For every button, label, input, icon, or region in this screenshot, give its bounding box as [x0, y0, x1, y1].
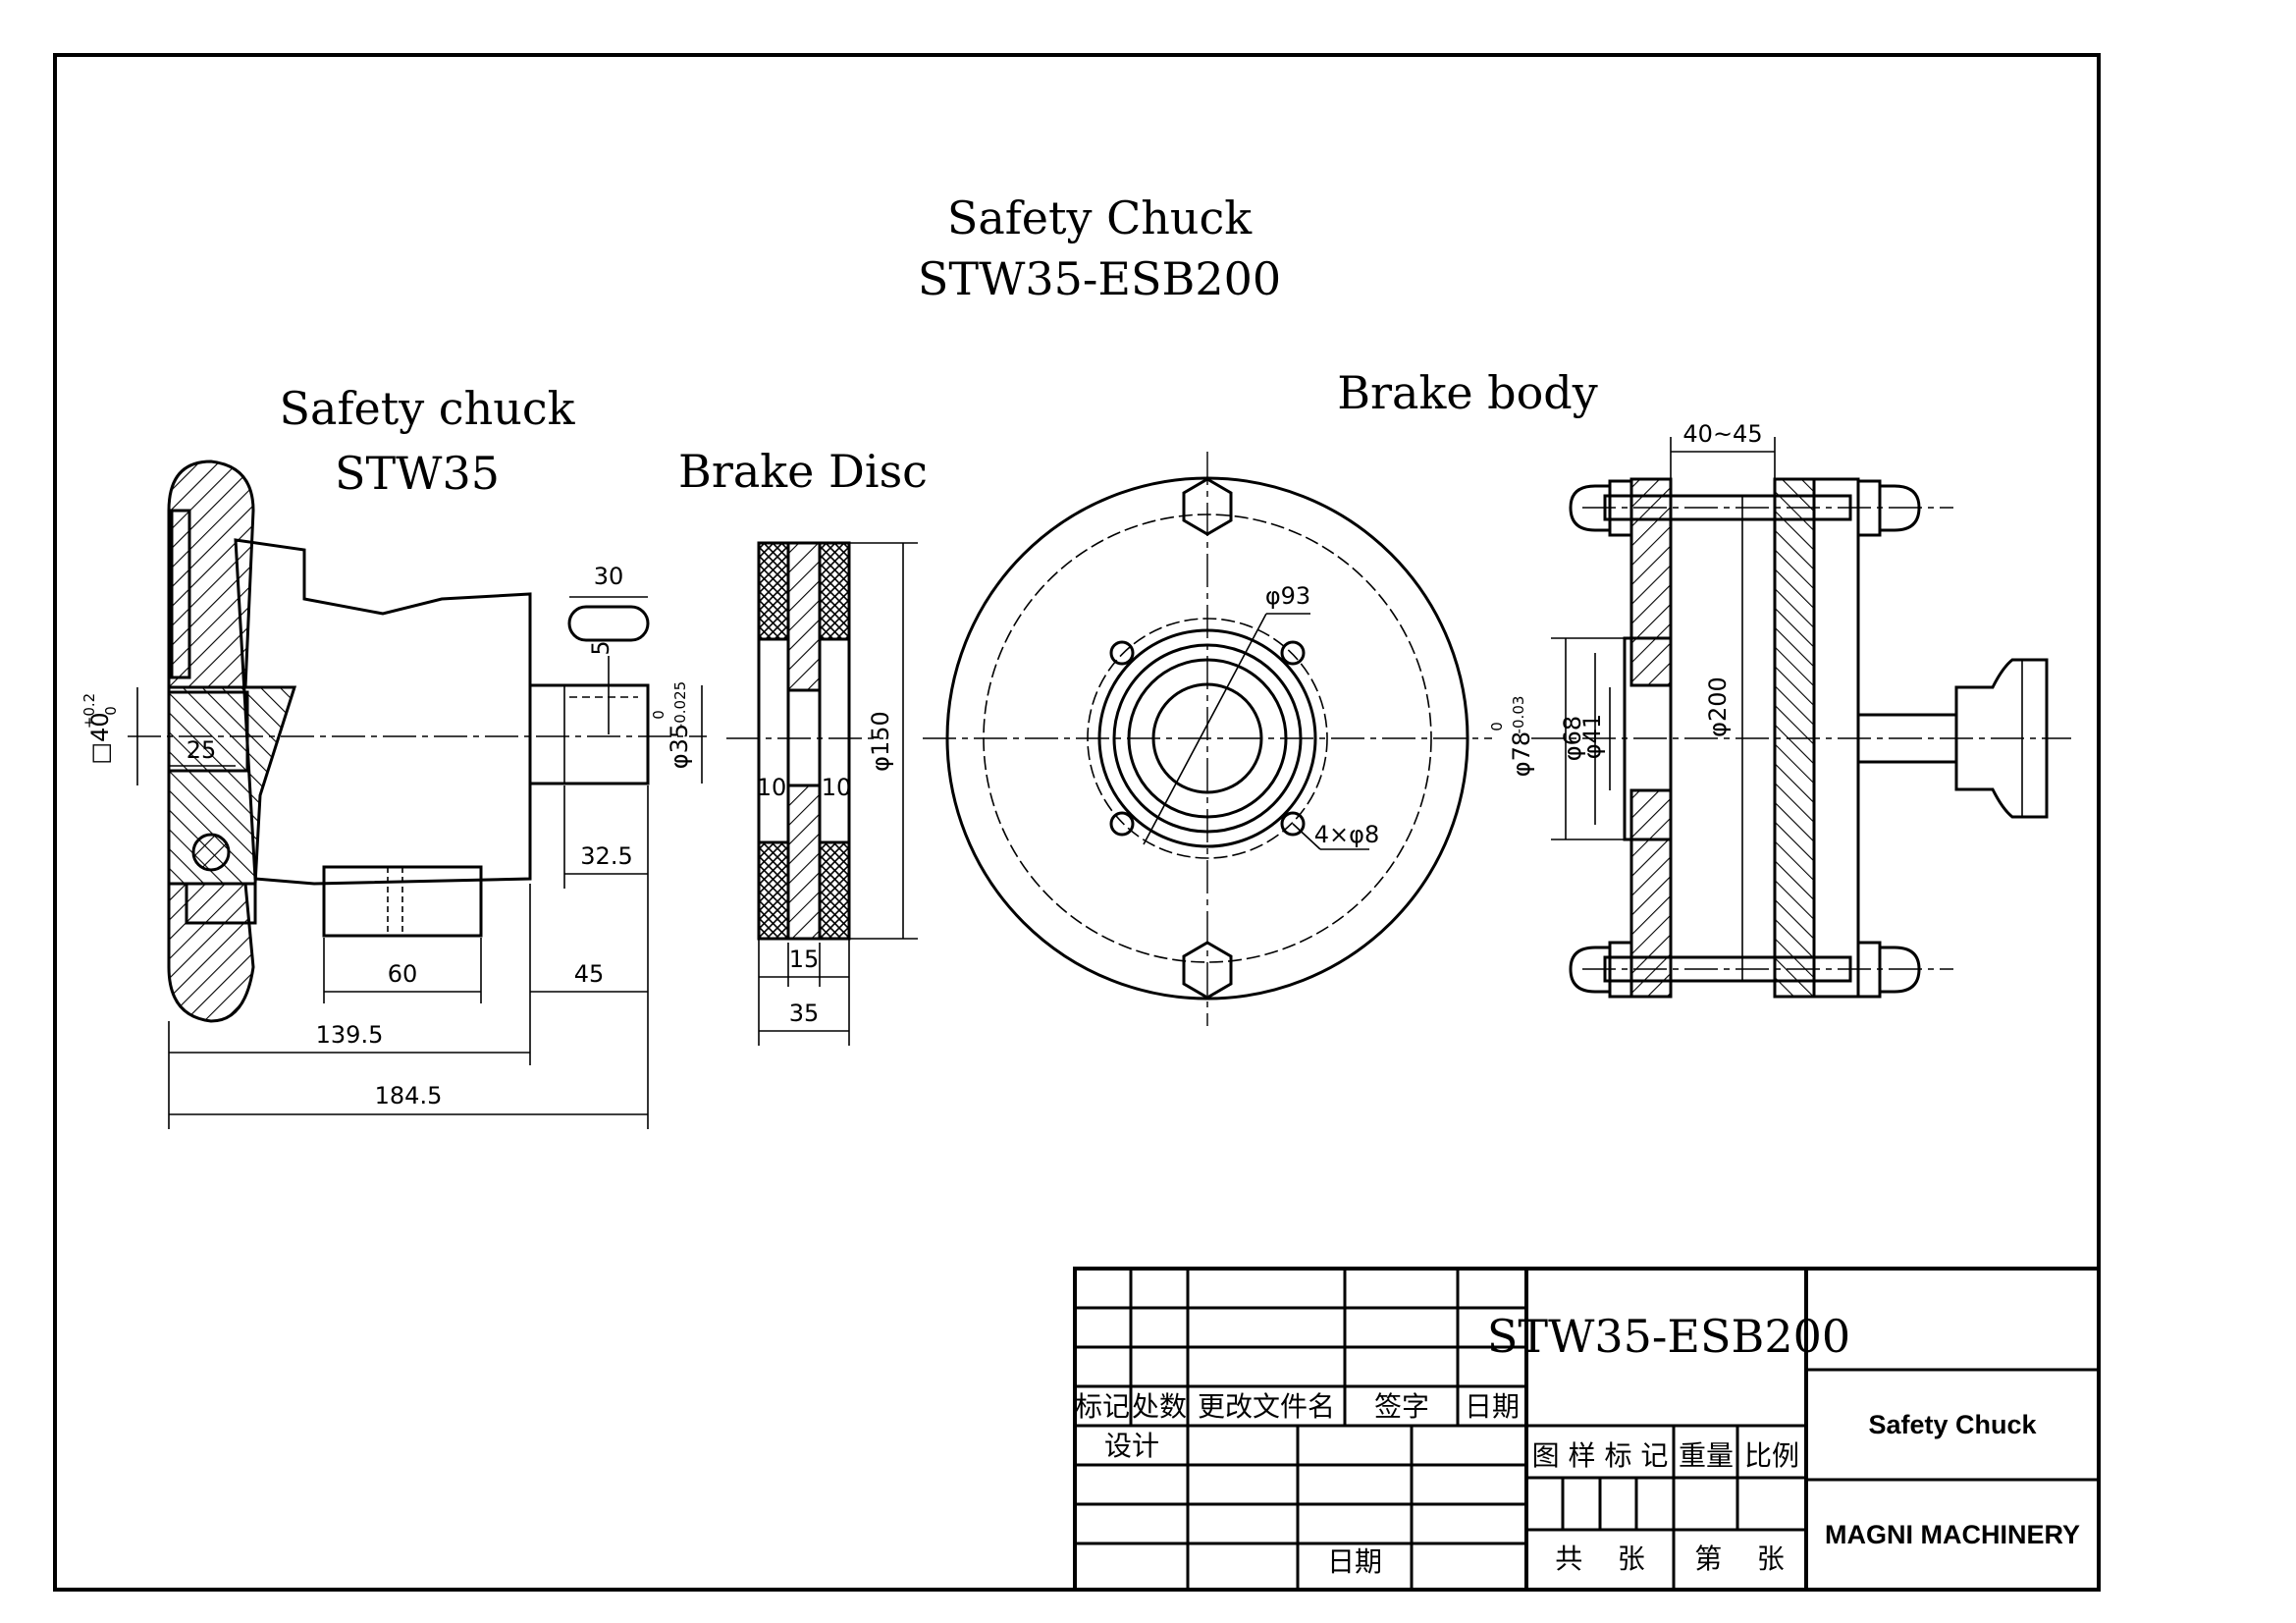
tb-pattern-mark: 图 样 标 记 — [1532, 1439, 1669, 1472]
tb-scale: 比例 — [1744, 1439, 1799, 1472]
brake-face-view: φ93 4×φ8 — [923, 452, 1492, 1026]
dim-body-phi41: φ41 — [1578, 714, 1606, 759]
brake-disc-view: Brake Disc φ150 10 10 15 35 — [678, 445, 928, 1046]
tb-total: 共 张 — [1555, 1542, 1645, 1575]
hub-pin — [191, 833, 231, 872]
dim-chuck-32-5: 32.5 — [580, 842, 632, 870]
dim-chuck-45: 45 — [574, 960, 605, 988]
dim-disc-10a: 10 — [757, 774, 787, 801]
dim-body-phi78-tol-up: 0 — [1488, 722, 1506, 731]
chuck-label-line1: Safety chuck — [280, 382, 576, 435]
handwheel-rim-top — [167, 460, 255, 689]
body-acorn-nut-tl — [1569, 484, 1612, 532]
dim-chuck-phi35-tol-lo: -0.025 — [671, 681, 689, 729]
dim-chuck-60: 60 — [388, 960, 418, 988]
dim-chuck-5: 5 — [587, 640, 614, 655]
disc-core-bottom — [786, 784, 822, 941]
face-hole-tr — [1280, 640, 1306, 666]
title-block-frame — [1073, 1267, 2101, 1592]
dim-face-holes: 4×φ8 — [1314, 821, 1379, 848]
dim-body-phi78: φ78 — [1508, 731, 1535, 777]
chuck-hub — [167, 685, 297, 886]
disc-outline — [757, 541, 851, 941]
dim-chuck-184-5: 184.5 — [375, 1082, 443, 1109]
dim-chuck-sq40-tol-lo: 0 — [102, 706, 120, 716]
chuck-cone — [234, 538, 532, 886]
disc-label: Brake Disc — [678, 445, 928, 498]
chuck-inner-boss — [170, 509, 191, 679]
dim-chuck-sq40-tol-up: +0.2 — [80, 693, 98, 729]
tb-weight: 重量 — [1679, 1439, 1734, 1472]
title-block: 标记 处数 更改文件名 签字 日期 设计 日期 STW35-ESB200 图 样… — [1073, 1267, 2101, 1592]
dim-body-phi68: φ68 — [1559, 716, 1586, 761]
chuck-shaft — [528, 683, 650, 785]
dim-body-40-45: 40~45 — [1682, 420, 1762, 448]
dim-chuck-phi35: φ35 — [666, 724, 693, 769]
body-label: Brake body — [1337, 366, 1598, 419]
chuck-label-line2: STW35 — [335, 447, 500, 500]
tb-sheet: 第 张 — [1694, 1542, 1785, 1575]
face-hole-bl — [1109, 811, 1135, 837]
drawing-title-line1: Safety Chuck — [947, 191, 1253, 244]
chuck-view: Safety chuck STW35 30 5 25 — [80, 382, 707, 1129]
dim-disc-35: 35 — [789, 1000, 820, 1027]
tb-drawing-no: STW35-ESB200 — [1487, 1310, 1850, 1363]
handwheel-rim-bottom — [167, 882, 255, 1023]
brake-body-view: Brake body 40~45 φ200 φ — [1337, 366, 2071, 999]
dim-disc-phi150: φ150 — [867, 711, 894, 772]
dim-body-phi200: φ200 — [1704, 676, 1732, 737]
dim-chuck-phi35-tol-up: 0 — [650, 710, 667, 720]
tb-col-doc: 更改文件名 — [1198, 1390, 1335, 1423]
dim-disc-15: 15 — [789, 946, 820, 973]
keyway-slot — [567, 605, 650, 642]
disc-friction-left-bottom — [757, 840, 790, 941]
tb-name: Safety Chuck — [1868, 1410, 2037, 1439]
body-handle-knob — [1954, 658, 2049, 819]
face-hole-tl — [1109, 640, 1135, 666]
disc-friction-left-top — [757, 541, 790, 641]
dim-chuck-sq40: □40 — [86, 712, 114, 764]
tb-col-sign: 签字 — [1374, 1390, 1429, 1423]
tb-company: MAGNI MACHINERY — [1825, 1520, 2080, 1549]
drawing-title-line2: STW35-ESB200 — [918, 252, 1281, 305]
tb-date2: 日期 — [1327, 1545, 1382, 1578]
dim-chuck-25: 25 — [187, 736, 217, 764]
chuck-shaft-step — [563, 684, 649, 784]
disc-friction-right-bottom — [818, 840, 851, 941]
dim-chuck-30: 30 — [594, 563, 624, 590]
body-acorn-nut-bl — [1569, 946, 1612, 994]
disc-friction-right-top — [818, 541, 851, 641]
tb-col-place: 处数 — [1132, 1390, 1187, 1423]
face-hole-br — [1280, 811, 1306, 837]
chuck-lower-boss — [185, 882, 257, 925]
dim-chuck-139-5: 139.5 — [316, 1021, 384, 1049]
dim-face-phi93: φ93 — [1265, 582, 1310, 610]
dim-body-phi78-tol-lo: -0.03 — [1510, 696, 1527, 734]
body-left-plate-bottom — [1629, 788, 1673, 999]
dim-disc-10b: 10 — [822, 774, 852, 801]
tb-col-mark: 标记 — [1075, 1390, 1130, 1423]
disc-core-top — [786, 541, 822, 692]
body-left-plate-top — [1629, 477, 1673, 687]
tb-design: 设计 — [1104, 1430, 1159, 1462]
face-hex-nut-bottom — [1182, 941, 1233, 1000]
tb-col-date: 日期 — [1465, 1390, 1520, 1423]
